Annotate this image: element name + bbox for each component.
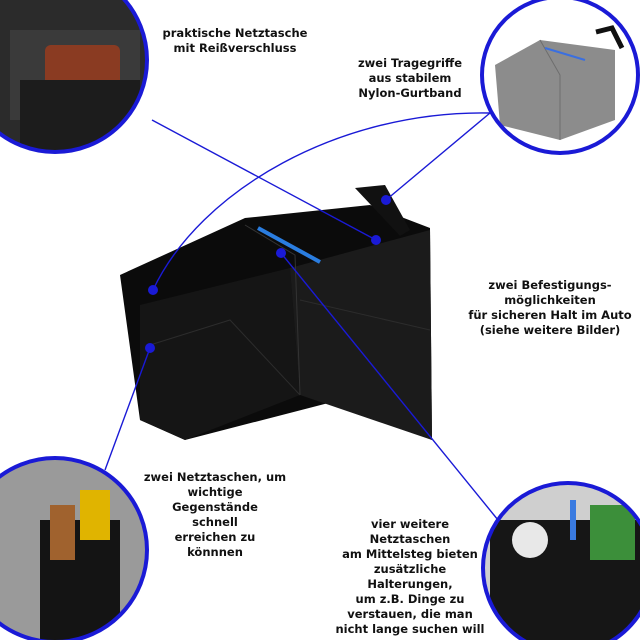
inset-mesh-pocket <box>0 0 147 152</box>
trunk-organizer-photo <box>120 185 432 440</box>
inset-handles <box>482 0 638 153</box>
callout-lines <box>104 112 499 521</box>
caption-side-pockets: zwei Netztaschen, um wichtige Gegenständ… <box>143 470 287 559</box>
caption-mesh-zip-pocket: praktische Netztasche mit Reißverschluss <box>162 26 308 55</box>
caption-carry-handles: zwei Tragegriffe aus stabilem Nylon-Gurt… <box>357 56 463 100</box>
caption-divider-pockets: vier weitere Netztaschen am Mittelsteg b… <box>335 517 485 636</box>
callout-dots <box>145 195 391 353</box>
caption-fastening: zwei Befestigungs- möglichkeiten für sic… <box>468 278 632 337</box>
